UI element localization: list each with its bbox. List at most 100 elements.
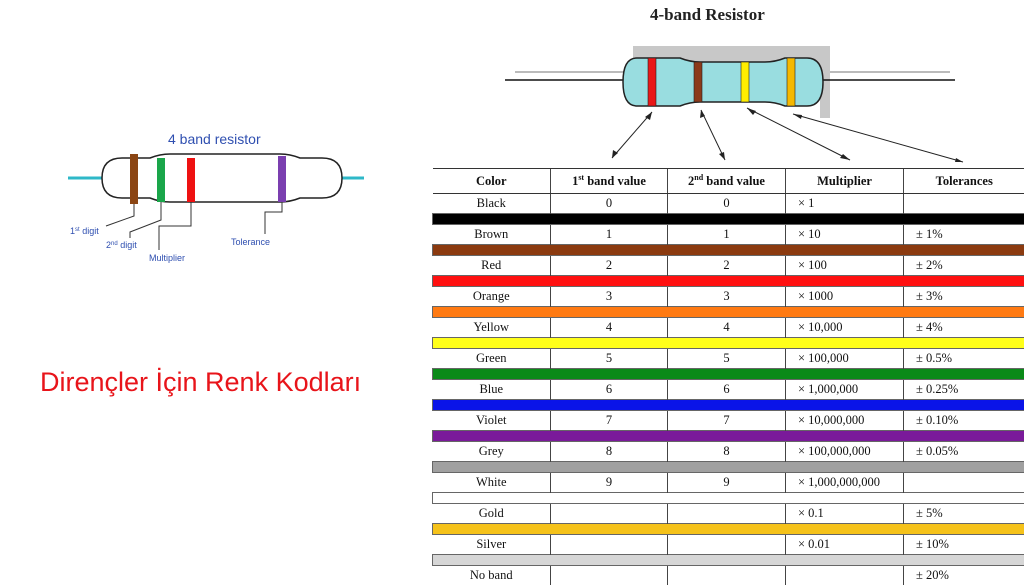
color-swatch xyxy=(433,524,1024,535)
table-row: No band± 20% xyxy=(433,566,1024,585)
left-resistor-title: 4 band resistor xyxy=(168,131,261,147)
slide-title: Dirençler İçin Renk Kodları xyxy=(40,367,361,398)
second-band-cell: 1 xyxy=(668,225,786,245)
first-band-cell xyxy=(551,504,668,524)
color-name-cell: No band xyxy=(433,566,551,585)
color-swatch xyxy=(433,214,1024,225)
color-swatch-row xyxy=(433,431,1024,442)
first-band-cell: 8 xyxy=(551,442,668,462)
second-band-cell: 8 xyxy=(668,442,786,462)
tolerance-cell: ± 0.05% xyxy=(904,442,1024,462)
second-band-cell: 5 xyxy=(668,349,786,369)
tolerance-cell xyxy=(904,194,1024,214)
multiplier-cell: × 10,000 xyxy=(786,318,904,338)
color-swatch-row xyxy=(433,307,1024,318)
left-pointer-1st xyxy=(106,204,134,226)
color-swatch-row xyxy=(433,524,1024,535)
second-band-cell: 2 xyxy=(668,256,786,276)
color-swatch xyxy=(433,431,1024,442)
first-band-cell: 3 xyxy=(551,287,668,307)
color-name-cell: Green xyxy=(433,349,551,369)
color-swatch-row xyxy=(433,338,1024,349)
left-band-2 xyxy=(157,158,165,202)
table-row: Gold× 0.1± 5% xyxy=(433,504,1024,524)
multiplier-cell: × 0.01 xyxy=(786,535,904,555)
table-header-row: Color 1st band value 2nd band value Mult… xyxy=(433,169,1024,194)
left-band-3 xyxy=(187,158,195,202)
left-label-multiplier: Multiplier xyxy=(149,253,185,263)
second-band-cell: 3 xyxy=(668,287,786,307)
first-band-cell xyxy=(551,566,668,585)
color-name-cell: Violet xyxy=(433,411,551,431)
color-swatch xyxy=(433,400,1024,411)
first-band-cell xyxy=(551,535,668,555)
color-swatch-row xyxy=(433,276,1024,287)
color-swatch-row xyxy=(433,214,1024,225)
tolerance-cell: ± 3% xyxy=(904,287,1024,307)
second-band-cell: 6 xyxy=(668,380,786,400)
tolerance-cell: ± 2% xyxy=(904,256,1024,276)
color-name-cell: Grey xyxy=(433,442,551,462)
multiplier-cell: × 10 xyxy=(786,225,904,245)
right-band-2 xyxy=(694,62,702,102)
tolerance-cell: ± 4% xyxy=(904,318,1024,338)
tolerance-cell: ± 5% xyxy=(904,504,1024,524)
header-first-band: 1st band value xyxy=(551,169,668,194)
first-band-cell: 4 xyxy=(551,318,668,338)
right-arrowhead-5 xyxy=(747,108,756,115)
second-band-cell: 7 xyxy=(668,411,786,431)
color-swatch-row xyxy=(433,493,1024,504)
color-code-table: Color 1st band value 2nd band value Mult… xyxy=(432,168,1024,585)
first-band-cell: 6 xyxy=(551,380,668,400)
right-arrowhead-4 xyxy=(719,152,725,160)
second-band-cell: 4 xyxy=(668,318,786,338)
color-swatch xyxy=(433,555,1024,566)
second-band-cell xyxy=(668,535,786,555)
multiplier-cell: × 100,000 xyxy=(786,349,904,369)
color-swatch xyxy=(433,462,1024,473)
color-name-cell: Yellow xyxy=(433,318,551,338)
right-arrow-1st xyxy=(612,112,652,158)
color-swatch-row xyxy=(433,369,1024,380)
multiplier-cell: × 1000 xyxy=(786,287,904,307)
color-name-cell: Orange xyxy=(433,287,551,307)
second-band-cell xyxy=(668,504,786,524)
first-band-cell: 2 xyxy=(551,256,668,276)
header-tolerances: Tolerances xyxy=(904,169,1024,194)
first-band-cell: 1 xyxy=(551,225,668,245)
color-swatch-row xyxy=(433,400,1024,411)
first-band-cell: 7 xyxy=(551,411,668,431)
right-band-4 xyxy=(787,58,795,106)
color-swatch xyxy=(433,369,1024,380)
left-pointer-tolerance xyxy=(265,202,282,234)
left-pointer-2nd xyxy=(130,202,161,238)
color-name-cell: White xyxy=(433,473,551,493)
first-band-cell: 9 xyxy=(551,473,668,493)
color-name-cell: Red xyxy=(433,256,551,276)
tolerance-cell: ± 0.25% xyxy=(904,380,1024,400)
color-swatch xyxy=(433,338,1024,349)
tolerance-cell: ± 10% xyxy=(904,535,1024,555)
multiplier-cell xyxy=(786,566,904,585)
left-label-2nd-digit: 2nd digit xyxy=(106,240,137,250)
tolerance-cell: ± 0.10% xyxy=(904,411,1024,431)
left-label-1st-digit: 1st digit xyxy=(70,226,99,236)
multiplier-cell: × 0.1 xyxy=(786,504,904,524)
header-color: Color xyxy=(433,169,551,194)
left-pointer-multiplier xyxy=(159,202,191,250)
table-row: Silver× 0.01± 10% xyxy=(433,535,1024,555)
color-swatch-row xyxy=(433,555,1024,566)
second-band-cell: 9 xyxy=(668,473,786,493)
color-swatch-row xyxy=(433,245,1024,256)
tolerance-cell: ± 0.5% xyxy=(904,349,1024,369)
tolerance-cell xyxy=(904,473,1024,493)
header-multiplier: Multiplier xyxy=(786,169,904,194)
right-arrowhead-8 xyxy=(955,158,963,162)
left-band-4 xyxy=(278,156,286,202)
